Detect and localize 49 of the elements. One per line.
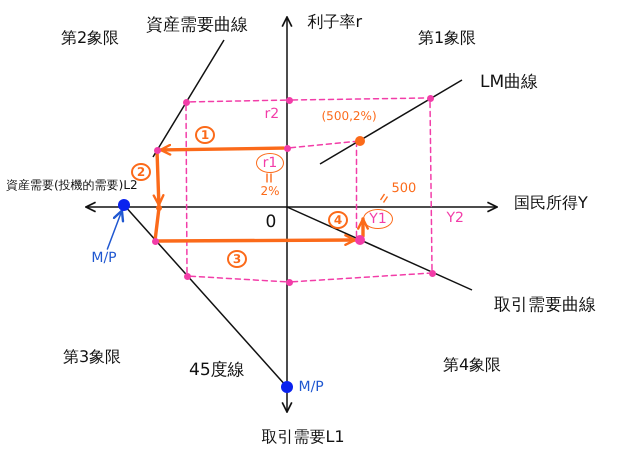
guide-line bbox=[290, 140, 356, 148]
symbol-label: M/P bbox=[90, 249, 118, 267]
symbol-label: M/P bbox=[298, 380, 324, 394]
value-label: 2% bbox=[260, 185, 280, 197]
dot-icon bbox=[156, 205, 162, 211]
quadrant-label: 第4象限 bbox=[443, 357, 502, 373]
guide-line bbox=[188, 99, 286, 103]
circled-number: 1 bbox=[195, 126, 215, 144]
line bbox=[154, 209, 160, 240]
quadrant-label: 第2象限 bbox=[61, 30, 120, 46]
curve-label: 資産需要曲線 bbox=[146, 16, 248, 34]
guide-line bbox=[356, 144, 358, 238]
dot-icon bbox=[152, 238, 158, 244]
dot-icon bbox=[154, 146, 160, 154]
value-label: 500 bbox=[392, 182, 416, 194]
point-label: r2 bbox=[264, 107, 280, 121]
dot-icon bbox=[286, 278, 292, 286]
dot-icon bbox=[426, 94, 434, 102]
arrow bbox=[158, 144, 286, 156]
dot-icon bbox=[184, 272, 190, 280]
axis-label: 利子率r bbox=[308, 14, 362, 30]
arrow bbox=[156, 234, 357, 246]
axis-label: 資産需要(投機的需要)L2 bbox=[6, 179, 138, 191]
circled-number: 2 bbox=[131, 163, 151, 181]
arrow bbox=[357, 217, 369, 238]
axis-label: 国民所得Y bbox=[514, 195, 588, 211]
arrow bbox=[106, 209, 124, 250]
point-label: Y2 bbox=[446, 211, 464, 225]
curve-label: 45度線 bbox=[189, 362, 245, 378]
curve-label: LM曲線 bbox=[480, 74, 538, 90]
coordinate-label: (500,2%) bbox=[322, 110, 377, 122]
dot-icon bbox=[118, 199, 130, 211]
circled-number: 3 bbox=[227, 250, 247, 268]
dot-icon bbox=[428, 270, 436, 276]
circled-label: Y1 bbox=[363, 209, 393, 229]
quadrant-label: 第3象限 bbox=[63, 349, 122, 365]
axis-label: 取引需要L1 bbox=[262, 429, 345, 445]
dot-icon bbox=[182, 98, 190, 106]
circled-label: r1 bbox=[256, 153, 284, 173]
guide-line bbox=[292, 272, 430, 283]
quadrant-label: 第1象限 bbox=[418, 30, 476, 46]
guide-line bbox=[190, 275, 286, 283]
arrow bbox=[152, 152, 165, 207]
guide-line bbox=[185, 104, 188, 274]
dot-icon bbox=[355, 235, 365, 245]
circled-number: 4 bbox=[328, 211, 348, 229]
origin-label: 0 bbox=[266, 214, 276, 230]
guide-line bbox=[429, 100, 433, 270]
curve-label: 取引需要曲線 bbox=[494, 296, 596, 314]
